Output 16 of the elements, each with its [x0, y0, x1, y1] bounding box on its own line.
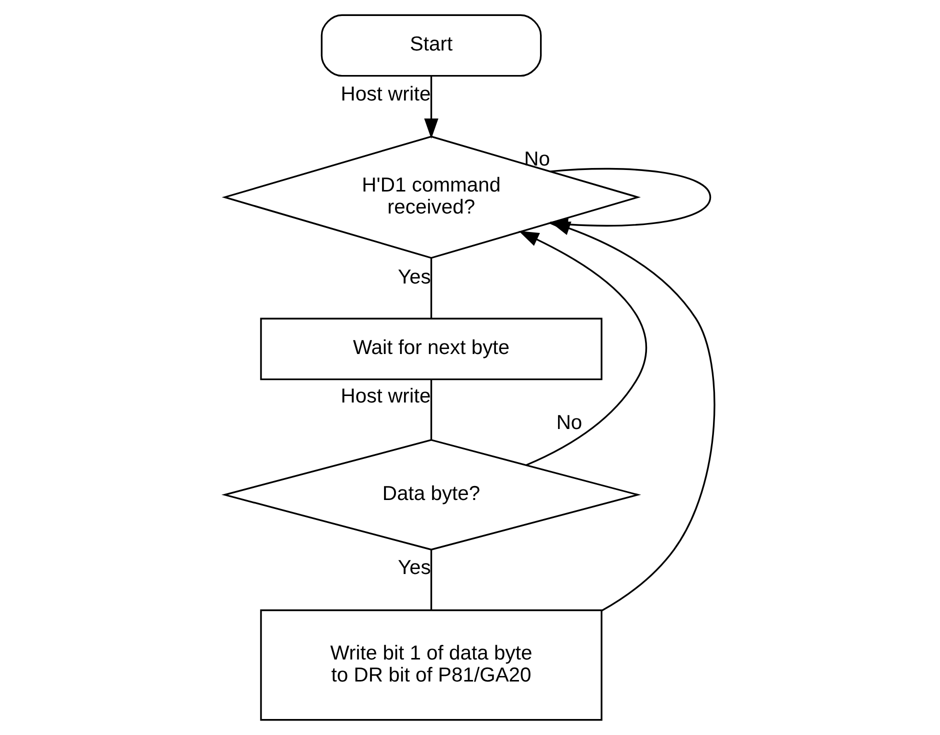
connector — [430, 379, 432, 440]
arrow — [518, 230, 647, 466]
edge-label: No — [556, 412, 582, 434]
arrow — [550, 222, 716, 612]
connector — [430, 550, 432, 610]
connector — [430, 258, 432, 318]
node-box: Start — [320, 14, 542, 77]
node-box: Wait for next byte — [260, 318, 602, 380]
edge-label: Yes — [398, 557, 431, 580]
edge-label: No — [524, 148, 550, 171]
node-box: Write bit 1 of data byte to DR bit of P81/GA20 — [260, 609, 602, 721]
arrow — [424, 76, 438, 139]
node-diamond: Data byte? — [221, 439, 642, 550]
edge-label: Host write — [340, 386, 431, 408]
edge-label: Yes — [398, 266, 431, 289]
edge-label: Host write — [340, 84, 431, 106]
